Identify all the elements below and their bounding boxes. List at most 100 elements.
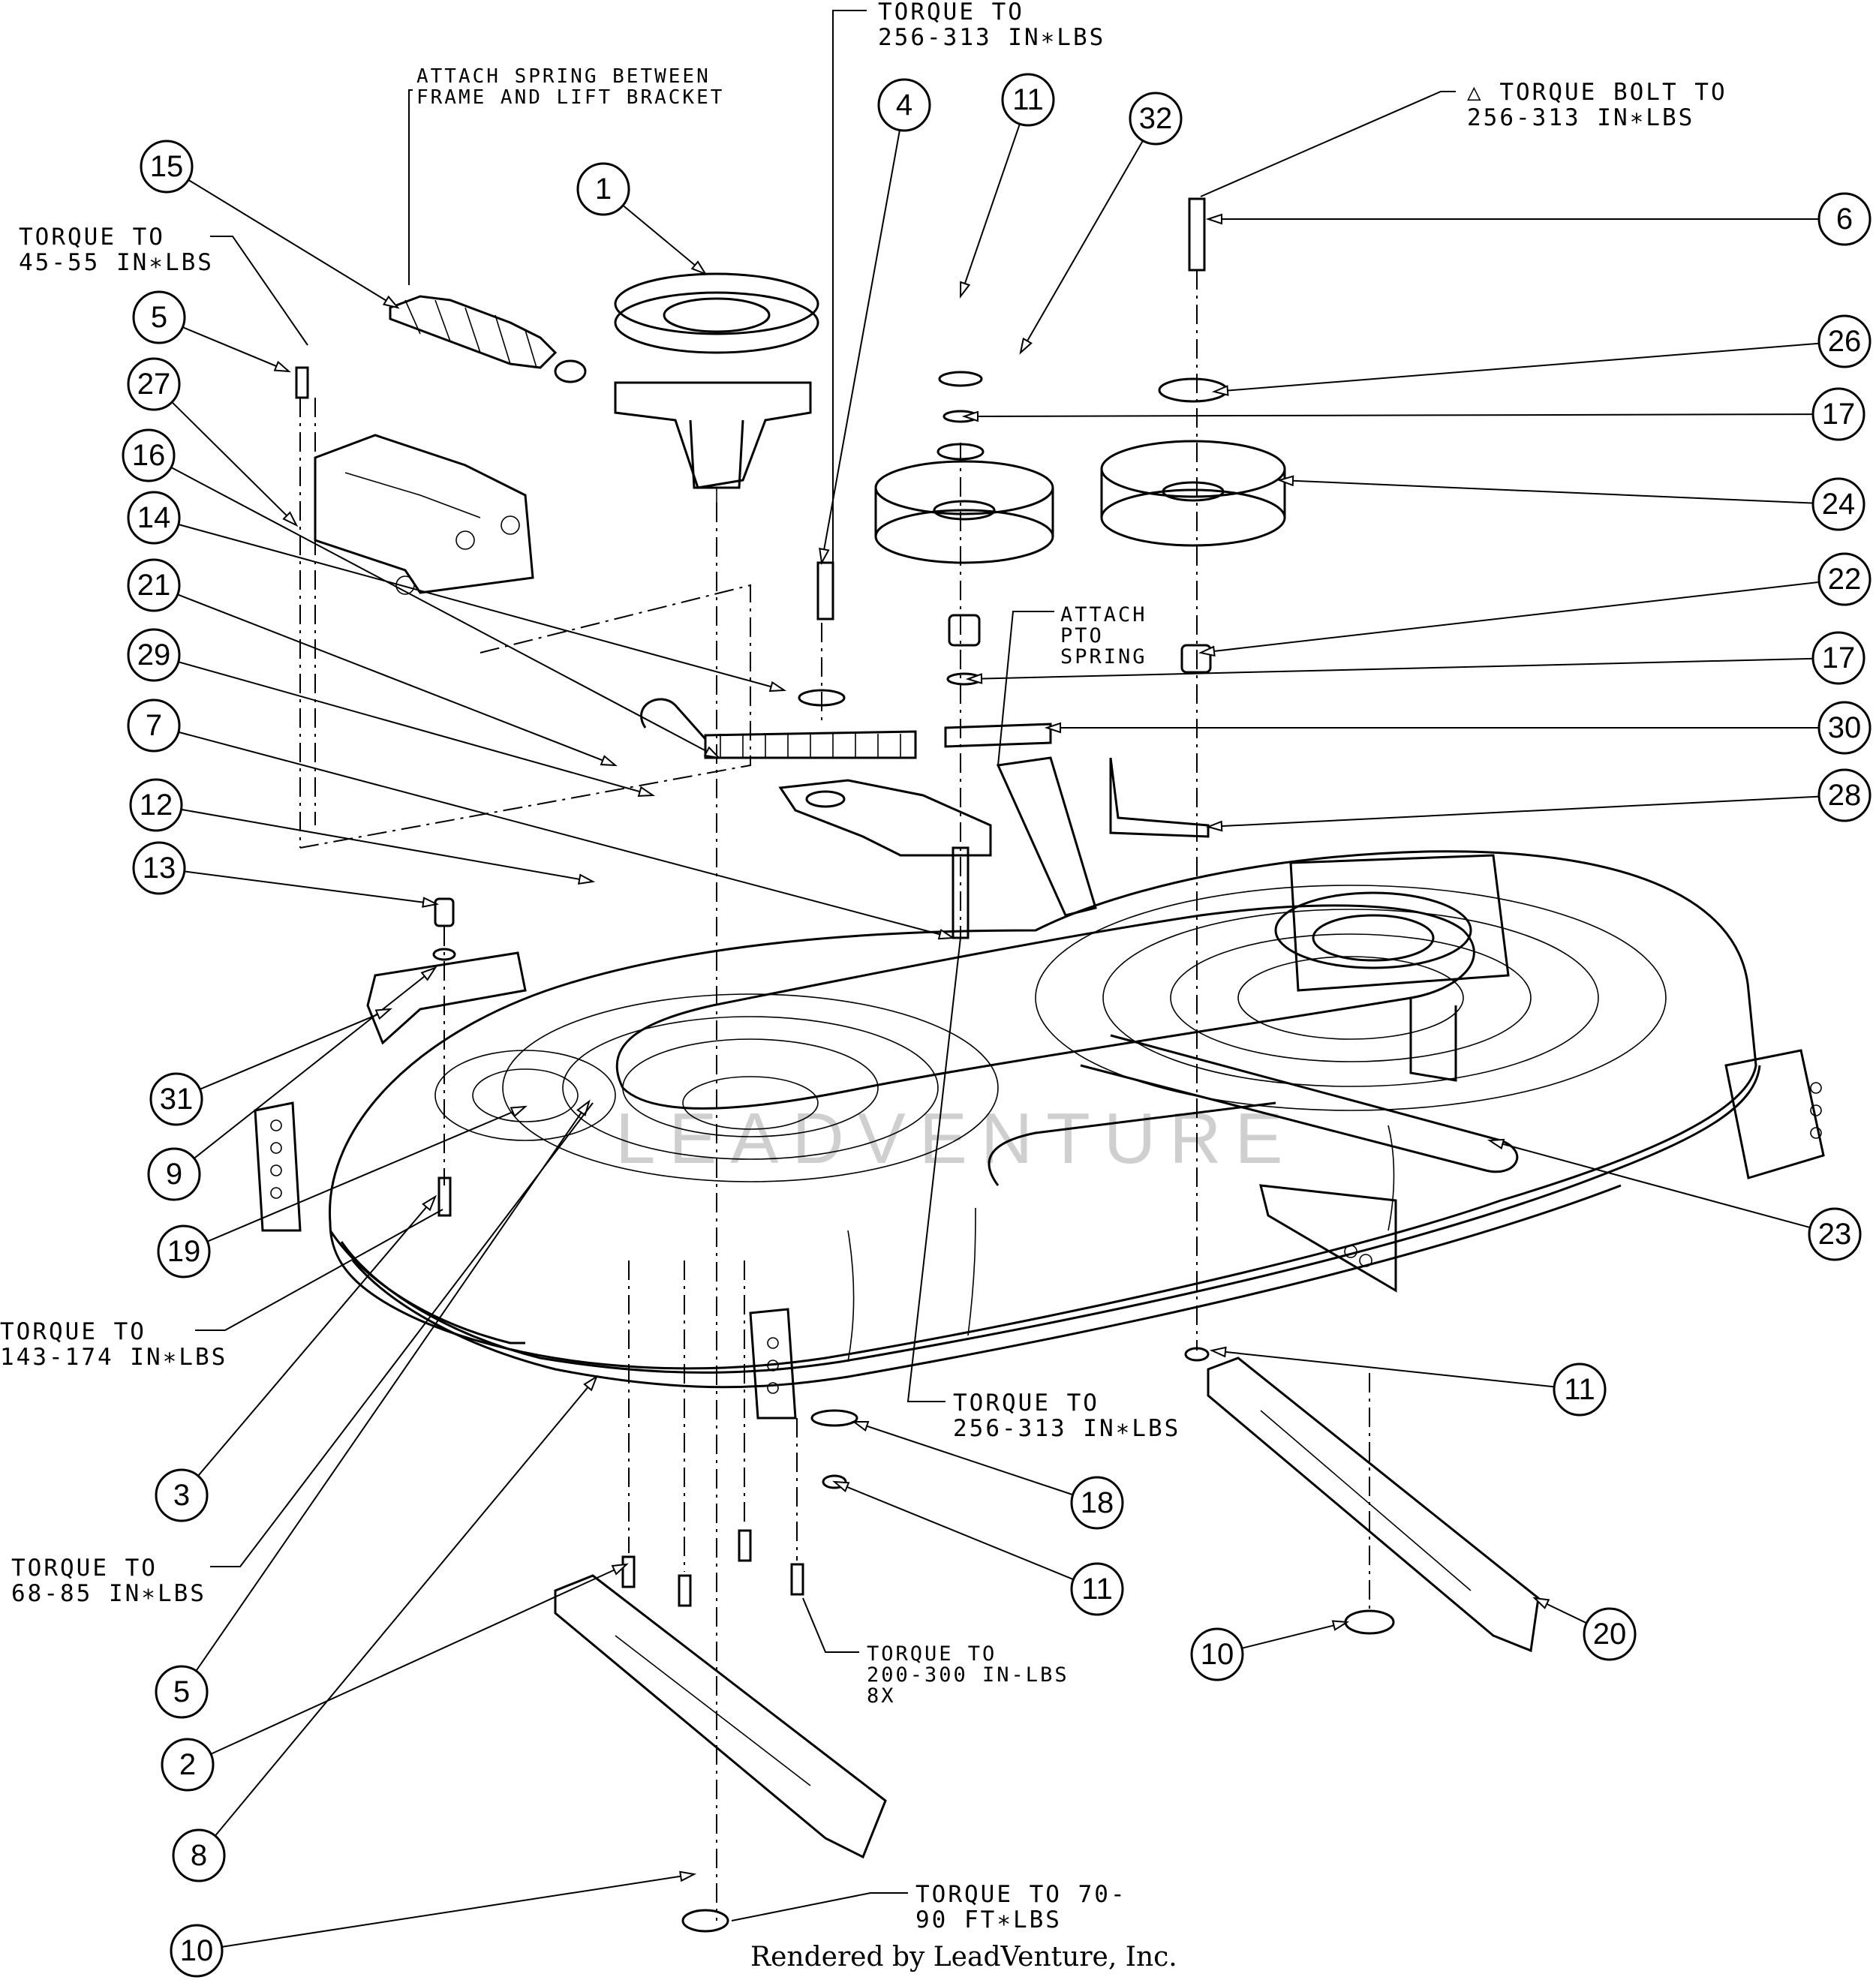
svg-text:8: 8 xyxy=(191,1839,207,1872)
svg-text:21: 21 xyxy=(137,569,171,602)
arrowhead-c20 xyxy=(1532,1597,1550,1609)
svg-text:10: 10 xyxy=(180,1934,214,1967)
callout-11-top: 11 xyxy=(1001,73,1055,127)
arrowhead-c9 xyxy=(420,966,437,981)
svg-text:29: 29 xyxy=(137,638,171,672)
leader-c5a xyxy=(182,326,290,372)
leader-c2 xyxy=(210,1564,627,1755)
svg-text:5: 5 xyxy=(151,301,167,334)
svg-text:3: 3 xyxy=(173,1479,190,1512)
arrowhead-c11a xyxy=(959,281,971,299)
arrowhead-c10a xyxy=(1331,1620,1350,1631)
callout-17-top: 17 xyxy=(1811,387,1865,441)
callout-5-top: 5 xyxy=(132,290,186,344)
callout-4: 4 xyxy=(877,78,931,132)
note-leaders xyxy=(195,10,1456,1921)
svg-text:7: 7 xyxy=(146,709,162,742)
svg-text:24: 24 xyxy=(1822,488,1856,521)
callout-28: 28 xyxy=(1817,768,1871,822)
leader-c8 xyxy=(214,1376,597,1837)
callout-11-center: 11 xyxy=(1070,1562,1124,1616)
svg-text:13: 13 xyxy=(143,852,176,885)
arrowhead-c15 xyxy=(382,295,400,309)
svg-text:4: 4 xyxy=(896,89,912,122)
svg-text:30: 30 xyxy=(1828,711,1862,744)
arrowhead-c7 xyxy=(937,928,956,940)
leader-c13 xyxy=(184,870,437,905)
callout-20: 20 xyxy=(1583,1607,1637,1661)
arrowhead-c17b xyxy=(965,673,983,684)
watermark-text: LEADVENTURE xyxy=(615,1098,1297,1179)
mounting-bracket-31 xyxy=(366,897,527,1045)
leader-c27 xyxy=(171,401,297,526)
svg-text:12: 12 xyxy=(140,789,173,822)
callout-leaders xyxy=(170,123,1820,1948)
callout-29: 29 xyxy=(127,628,181,682)
leader-c10b xyxy=(221,1873,695,1948)
callout-13: 13 xyxy=(132,841,186,895)
callout-bubbles: 1 2 3 4 5 5 6 7 8 9 10 10 11 11 11 12 13… xyxy=(122,73,1871,1978)
spring-lift xyxy=(389,295,587,383)
bolts xyxy=(295,197,1206,1607)
callout-16: 16 xyxy=(122,428,176,482)
callout-2: 2 xyxy=(161,1738,215,1792)
svg-text:11: 11 xyxy=(1012,83,1044,116)
arrowhead-c5a xyxy=(273,360,291,373)
arrowhead-c8 xyxy=(583,1375,599,1392)
arrowhead-c13 xyxy=(422,897,440,908)
leader-c32 xyxy=(1020,140,1144,353)
arrowhead-c28 xyxy=(1205,820,1223,832)
callout-3: 3 xyxy=(155,1468,209,1522)
callout-10-right: 10 xyxy=(1190,1627,1244,1681)
callout-1: 1 xyxy=(576,162,630,216)
callout-12: 12 xyxy=(129,778,183,832)
mower-deck-housing xyxy=(254,850,1825,1420)
alignment-axes xyxy=(299,270,1370,1921)
svg-text:14: 14 xyxy=(137,501,171,534)
callout-11-right: 11 xyxy=(1553,1363,1607,1417)
arrowhead-c17a xyxy=(961,410,979,422)
leader-c21 xyxy=(177,593,616,766)
svg-text:16: 16 xyxy=(132,439,166,472)
leader-c28 xyxy=(1207,795,1820,828)
arrowhead-c11b xyxy=(1209,1346,1227,1358)
svg-text:23: 23 xyxy=(1818,1218,1852,1251)
arrowhead-c4 xyxy=(819,547,830,566)
callout-5-bottom: 5 xyxy=(155,1665,209,1719)
callout-27: 27 xyxy=(127,357,181,411)
callout-7: 7 xyxy=(127,699,181,753)
leader-c17b xyxy=(967,657,1814,680)
svg-text:22: 22 xyxy=(1828,563,1862,596)
callout-24: 24 xyxy=(1811,477,1865,531)
svg-text:11: 11 xyxy=(1081,1573,1113,1606)
callout-30: 30 xyxy=(1817,701,1871,755)
callout-19: 19 xyxy=(157,1224,211,1278)
svg-text:20: 20 xyxy=(1593,1618,1627,1651)
leader-c15 xyxy=(188,179,398,308)
leader-c19 xyxy=(206,1106,526,1242)
leader-c23 xyxy=(1489,1140,1811,1229)
svg-text:17: 17 xyxy=(1822,641,1856,675)
footer-credit: Rendered by LeadVenture, Inc. xyxy=(750,1942,1177,1972)
leader-c7 xyxy=(178,731,954,939)
svg-text:6: 6 xyxy=(1836,203,1853,236)
arrowhead-c6 xyxy=(1205,213,1222,225)
leader-c12 xyxy=(181,808,594,882)
callout-10-bottom: 10 xyxy=(170,1924,224,1978)
arrowhead-c2 xyxy=(611,1563,629,1576)
leader-c24 xyxy=(1279,479,1814,504)
arrowhead-c31 xyxy=(374,1008,392,1020)
svg-text:1: 1 xyxy=(595,173,612,206)
svg-text:18: 18 xyxy=(1081,1486,1114,1519)
svg-text:31: 31 xyxy=(160,1083,194,1116)
leader-c11c xyxy=(834,1481,1074,1581)
arrowhead-c23 xyxy=(1487,1138,1505,1150)
blade-right xyxy=(1207,1357,1540,1653)
arrowhead-c14 xyxy=(768,681,787,693)
arrowhead-c22 xyxy=(1198,645,1216,657)
arrowhead-c18 xyxy=(851,1421,870,1432)
